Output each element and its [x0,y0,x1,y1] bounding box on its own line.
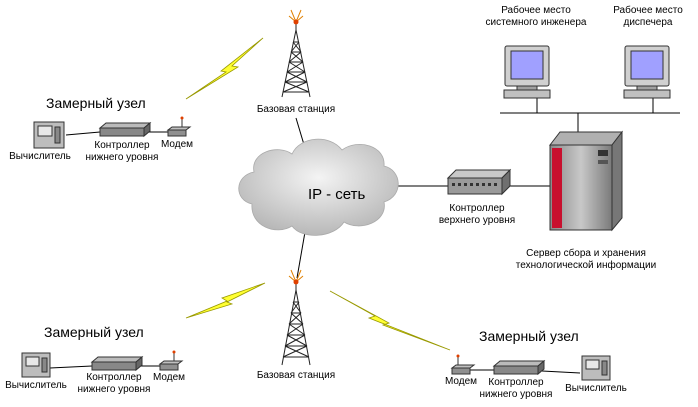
link-node1-calc-ctrl [65,131,101,136]
node3-controller-icon [492,359,546,376]
node2-controller-icon [90,355,144,372]
link-node3-ctrl-calc [541,370,581,374]
node3-controller-label: Контроллер нижнего уровня [479,377,553,400]
upper-controller-icon [446,168,512,196]
node1-calculator-icon [33,121,65,149]
base-station-bottom-label: Базовая станция [256,370,336,381]
node2-modem-icon [158,350,184,371]
lightning-icon [329,290,451,351]
node1-modem-label: Модем [160,139,194,150]
workstation-engineer-label: Рабочее место системного инженера [485,5,587,28]
ip-network-label: IP - сеть [308,186,366,203]
node3-calculator-label: Вычислитель [565,383,627,394]
node1-modem-icon [166,116,192,137]
node3-modem-label: Модем [444,376,478,387]
node1-controller-icon [98,121,152,138]
node1-title: Замерный узел [46,95,146,111]
node3-modem-icon [450,354,476,375]
node1-controller-label: Контроллер нижнего уровня [85,140,159,163]
server-label: Сервер сбора и хранения технологической … [515,248,657,271]
base-station-top-label: Базовая станция [256,104,336,115]
workstation-engineer [503,45,551,99]
workstation-dispatcher-label: Рабочее место диспечера [613,5,683,28]
base-station-tower-bottom [281,269,311,366]
node3-title: Замерный узел [479,328,579,344]
upper-controller-label: Контроллер верхнего уровня [438,203,516,226]
node2-modem-label: Модем [152,372,186,383]
link-node2-calc-ctrl [49,365,93,369]
wireless-links [185,37,451,351]
node2-controller-label: Контроллер нижнего уровня [77,372,151,395]
node2-title: Замерный узел [44,324,144,340]
base-station-tower-top [281,9,311,98]
ip-network-cloud [238,138,399,236]
node2-calculator-icon [21,352,51,378]
workstation-dispatcher [623,45,671,99]
node1-calculator-label: Вычислитель [9,151,71,162]
lightning-icon [185,37,264,100]
server-icon [548,130,624,232]
link-cloud-bs2 [296,231,306,279]
node2-calculator-label: Вычислитель [5,380,67,391]
lightning-icon [185,282,266,319]
node3-calculator-icon [581,355,611,381]
